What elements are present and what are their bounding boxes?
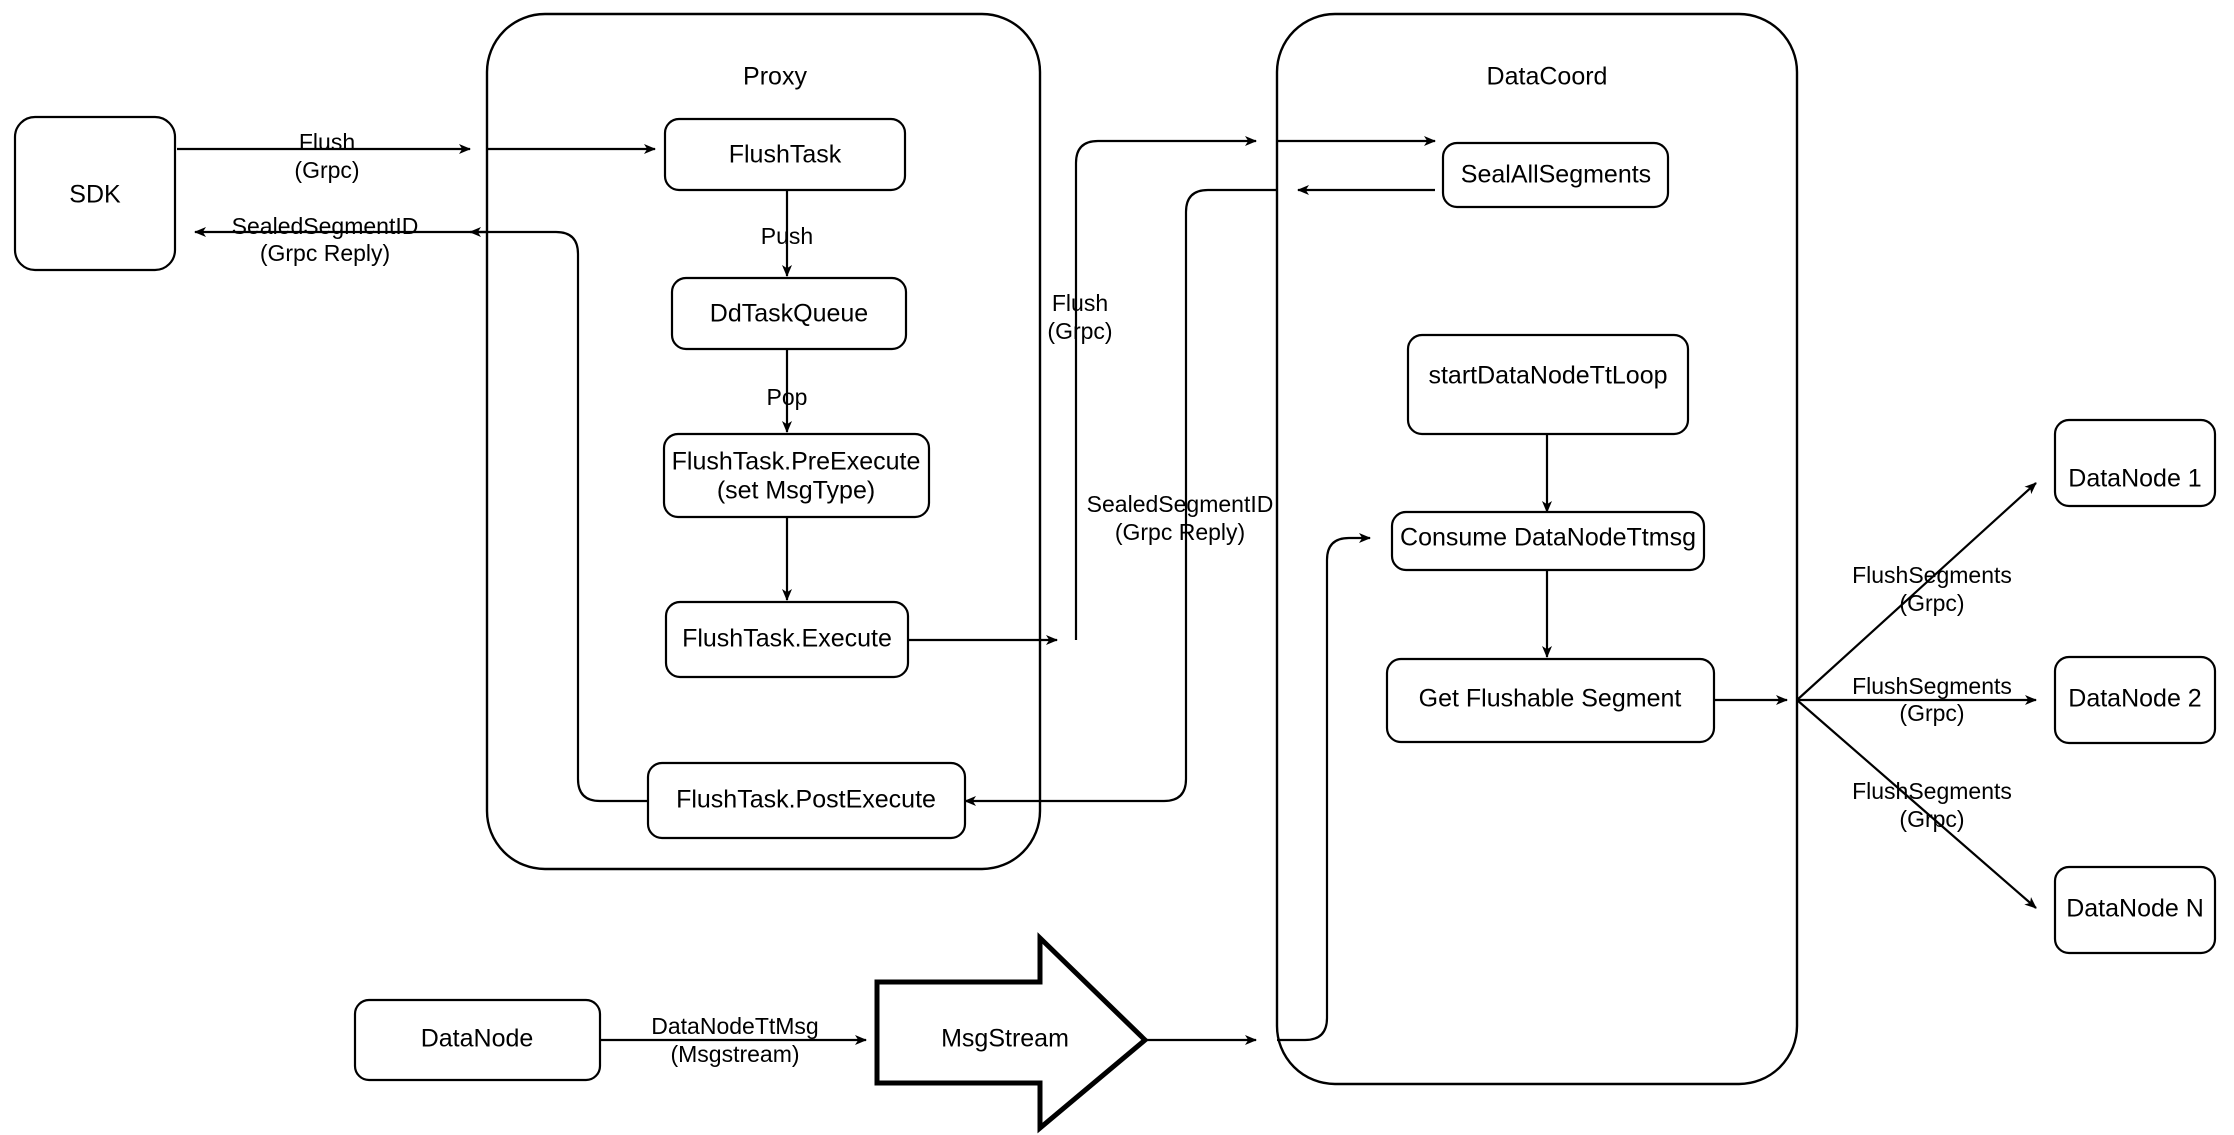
- edge-label-coord-reply-line2: (Grpc Reply): [1115, 519, 1245, 545]
- label-coord-to-proxy: SealedSegmentID (Grpc Reply): [1087, 491, 1274, 545]
- edge-junction-to-datanodeN: [1796, 699, 2037, 909]
- sdk-box[interactable]: [13, 115, 177, 272]
- edge-label-flush-line2: (Grpc): [294, 157, 359, 183]
- startdatanodettloop-box[interactable]: [1406, 333, 1690, 436]
- edge-label-datanodettmsg-line1: DataNodeTtMsg: [651, 1013, 818, 1039]
- label-proxy-to-sdk: SealedSegmentID (Grpc Reply): [232, 213, 419, 266]
- datanode-2-box[interactable]: [2053, 655, 2217, 745]
- node-sdk[interactable]: SDK: [13, 115, 177, 272]
- flushtask-box[interactable]: [663, 117, 907, 192]
- label-flushsegments-3: FlushSegments (Grpc): [1852, 778, 2012, 832]
- label-datanodettmsg: DataNodeTtMsg (Msgstream): [651, 1013, 818, 1067]
- datanode-bottom-label: DataNode: [421, 1025, 534, 1053]
- edge-label-flushsegments3-line2: (Grpc): [1899, 806, 1964, 832]
- get-flushable-segment-box[interactable]: [1385, 657, 1716, 744]
- node-datanode-bottom[interactable]: DataNode: [353, 998, 602, 1082]
- ddtaskqueue-label: DdTaskQueue: [710, 300, 868, 328]
- edge-label-flushsegments3-line1: FlushSegments: [1852, 778, 2012, 804]
- edge-junction-to-datanode1: [1796, 482, 2037, 701]
- edge-postexecute-to-reply-rail: [469, 227, 648, 803]
- sealallsegments-box[interactable]: [1441, 141, 1670, 209]
- execute-box[interactable]: [664, 600, 910, 679]
- node-msgstream[interactable]: MsgStream: [874, 932, 1149, 1134]
- sdk-label: SDK: [69, 181, 121, 209]
- edge-label-sealedsegmentid-line1: SealedSegmentID: [232, 213, 419, 239]
- edge-label-flushsegments1-line2: (Grpc): [1899, 590, 1964, 616]
- preexecute-box[interactable]: [662, 432, 931, 519]
- label-flushsegments-2: FlushSegments (Grpc): [1852, 673, 2012, 726]
- node-datanode-1[interactable]: DataNode 1: [2053, 418, 2217, 508]
- preexecute-label-line1: FlushTask.PreExecute: [672, 448, 921, 476]
- edge-label-datanodettmsg-line2: (Msgstream): [670, 1041, 799, 1067]
- node-flushtask-preexecute[interactable]: FlushTask.PreExecute (set MsgType): [662, 432, 931, 519]
- datanode-1-box[interactable]: [2053, 418, 2217, 508]
- preexecute-label-line2: (set MsgType): [717, 477, 875, 505]
- node-sealallsegments[interactable]: SealAllSegments: [1441, 141, 1670, 209]
- flushtask-label: FlushTask: [729, 141, 842, 169]
- edge-datacoordrail-to-consume: [1277, 533, 1371, 1042]
- postexecute-box[interactable]: [646, 761, 967, 840]
- edge-label-push: Push: [761, 223, 813, 249]
- edge-label-flush-line1: Flush: [299, 129, 355, 155]
- edge-label-flushsegments1-line1: FlushSegments: [1852, 562, 2012, 588]
- label-sdk-to-proxy: Flush (Grpc): [294, 129, 359, 183]
- container-proxy: Proxy: [485, 12, 1042, 871]
- edge-label-sealedsegmentid-line2: (Grpc Reply): [260, 240, 390, 266]
- get-flushable-segment-label: Get Flushable Segment: [1419, 685, 1682, 713]
- proxy-container-title: Proxy: [743, 63, 807, 91]
- edge-replyrail-to-postexecute: [964, 188, 1277, 806]
- edge-label-coord-reply-line1: SealedSegmentID: [1087, 491, 1274, 517]
- label-flushsegments-1: FlushSegments (Grpc): [1852, 562, 2012, 616]
- node-flushtask[interactable]: FlushTask: [663, 117, 907, 192]
- datanode-n-label: DataNode N: [2066, 895, 2204, 923]
- node-flushtask-postexecute[interactable]: FlushTask.PostExecute: [646, 761, 967, 840]
- datanode-2-label: DataNode 2: [2068, 685, 2201, 713]
- edge-flushrail-to-datacoord: [1074, 136, 1257, 640]
- container-datacoord: DataCoord: [1275, 12, 1799, 1086]
- startdatanodettloop-label: startDataNodeTtLoop: [1428, 362, 1667, 390]
- sealallsegments-label: SealAllSegments: [1461, 161, 1651, 189]
- msgstream-arrow-shape[interactable]: [874, 932, 1149, 1134]
- edge-label-flushsegments2-line2: (Grpc): [1899, 700, 1964, 726]
- msgstream-label: MsgStream: [941, 1025, 1069, 1053]
- datanode-n-box[interactable]: [2053, 865, 2217, 955]
- datacoord-container-title: DataCoord: [1487, 63, 1608, 91]
- node-consume-datanodettmsg[interactable]: Consume DataNodeTtmsg: [1390, 510, 1706, 572]
- node-datanode-2[interactable]: DataNode 2: [2053, 655, 2217, 745]
- datacoord-container-outline: [1275, 12, 1799, 1086]
- ddtaskqueue-box[interactable]: [670, 276, 908, 351]
- consume-datanodettmsg-label: Consume DataNodeTtmsg: [1400, 524, 1696, 552]
- node-ddtaskqueue[interactable]: DdTaskQueue: [670, 276, 908, 351]
- node-datanode-n[interactable]: DataNode N: [2053, 865, 2217, 955]
- node-get-flushable-segment[interactable]: Get Flushable Segment: [1385, 657, 1716, 744]
- node-startdatanodettloop[interactable]: startDataNodeTtLoop: [1406, 333, 1690, 436]
- edge-label-flush-grpc-line2: (Grpc): [1047, 318, 1112, 344]
- label-proxy-to-coord: Flush (Grpc): [1047, 290, 1112, 344]
- execute-label: FlushTask.Execute: [682, 625, 892, 653]
- datanode-bottom-box[interactable]: [353, 998, 602, 1082]
- consume-datanodettmsg-box[interactable]: [1390, 510, 1706, 572]
- node-flushtask-execute[interactable]: FlushTask.Execute: [664, 600, 910, 679]
- edge-label-flush-grpc-line1: Flush: [1052, 290, 1108, 316]
- edge-label-pop: Pop: [767, 384, 808, 410]
- postexecute-label: FlushTask.PostExecute: [676, 786, 936, 814]
- edge-label-flushsegments2-line1: FlushSegments: [1852, 673, 2012, 699]
- datanode-1-label: DataNode 1: [2068, 465, 2201, 493]
- proxy-container-outline: [485, 12, 1042, 871]
